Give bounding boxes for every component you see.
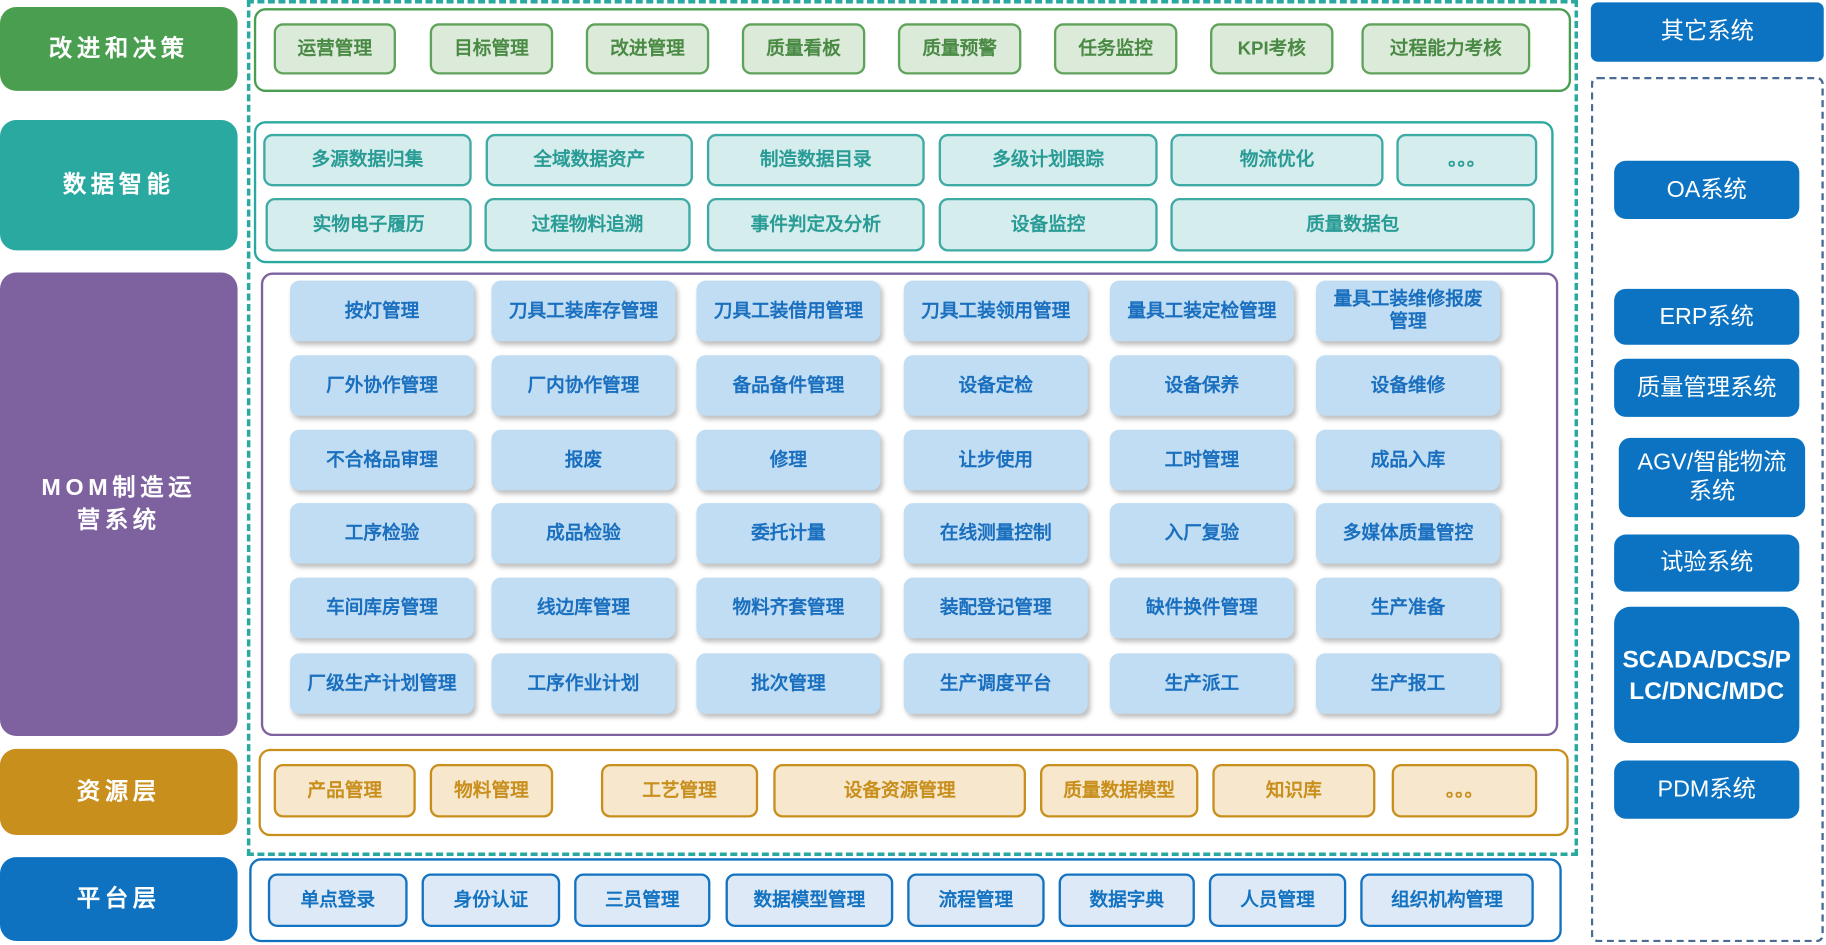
data-intel-item[interactable]: 事件判定及分析 bbox=[706, 197, 925, 252]
mom-item[interactable]: 刀具工装库存管理 bbox=[491, 280, 676, 342]
external-system-item[interactable]: 试验系统 bbox=[1614, 534, 1800, 592]
mom-item[interactable]: 报废 bbox=[491, 429, 676, 491]
decision-item[interactable]: 过程能力考核 bbox=[1361, 23, 1531, 75]
mom-item[interactable]: 按灯管理 bbox=[289, 280, 474, 342]
data-intel-item[interactable]: 质量数据包 bbox=[1170, 197, 1535, 252]
mom-item[interactable]: 设备维修 bbox=[1315, 355, 1501, 416]
mom-item[interactable]: 工时管理 bbox=[1109, 429, 1294, 491]
mom-item[interactable]: 装配登记管理 bbox=[903, 577, 1088, 639]
decision-item[interactable]: 质量预警 bbox=[897, 23, 1022, 75]
other-systems-panel bbox=[1590, 76, 1824, 943]
data-intel-item[interactable]: 全域数据资产 bbox=[485, 133, 693, 187]
decision-item[interactable]: 任务监控 bbox=[1053, 23, 1178, 75]
mom-item[interactable]: 多媒体质量管控 bbox=[1315, 503, 1501, 564]
mom-item[interactable]: 成品入库 bbox=[1315, 429, 1501, 491]
data-intel-item[interactable]: 多源数据归集 bbox=[263, 133, 472, 187]
mom-item[interactable]: 物料齐套管理 bbox=[696, 577, 881, 639]
data-intel-item[interactable]: 多级计划跟踪 bbox=[938, 133, 1158, 187]
mom-item[interactable]: 委托计量 bbox=[696, 503, 881, 564]
layer-label-data-intelligence: 数据智能 bbox=[0, 119, 238, 251]
platform-item[interactable]: 数据字典 bbox=[1058, 873, 1195, 928]
mom-item[interactable]: 工序检验 bbox=[289, 503, 474, 564]
mom-item[interactable]: 线边库管理 bbox=[491, 577, 676, 639]
layer-label-mom: MOM制造运营系统 bbox=[0, 272, 238, 737]
decision-item[interactable]: 改进管理 bbox=[585, 23, 710, 75]
decision-item[interactable]: 目标管理 bbox=[429, 23, 554, 75]
platform-item[interactable]: 数据模型管理 bbox=[725, 873, 894, 928]
platform-item[interactable]: 组织机构管理 bbox=[1360, 873, 1534, 928]
layer-label-decision: 改进和决策 bbox=[0, 6, 238, 91]
data-intel-item[interactable]: 物流优化 bbox=[1170, 133, 1384, 187]
mom-item[interactable]: 刀具工装领用管理 bbox=[903, 280, 1088, 342]
mom-item[interactable]: 在线测量控制 bbox=[903, 503, 1088, 564]
data-intel-item[interactable]: 设备监控 bbox=[938, 197, 1158, 252]
mom-item[interactable]: 不合格品审理 bbox=[289, 429, 474, 491]
mom-item[interactable]: 批次管理 bbox=[696, 653, 881, 714]
external-system-item[interactable]: PDM系统 bbox=[1614, 760, 1800, 819]
layer-label-resource: 资源层 bbox=[0, 748, 238, 836]
decision-item[interactable]: 运营管理 bbox=[273, 23, 396, 75]
mom-item[interactable]: 修理 bbox=[696, 429, 881, 491]
mom-item[interactable]: 厂级生产计划管理 bbox=[289, 653, 474, 714]
other-systems-title: 其它系统 bbox=[1590, 2, 1824, 62]
mom-item[interactable]: 生产派工 bbox=[1109, 653, 1294, 714]
external-system-item[interactable]: SCADA/DCS/PLC/DNC/MDC bbox=[1614, 606, 1800, 744]
mom-item[interactable]: 量具工装维修报废管理 bbox=[1315, 280, 1501, 342]
external-system-item[interactable]: AGV/智能物流系统 bbox=[1618, 437, 1806, 518]
resource-item[interactable]: 知识库 bbox=[1212, 763, 1376, 818]
mom-item[interactable]: 备品备件管理 bbox=[696, 355, 881, 416]
data-intel-item[interactable]: 。。。 bbox=[1396, 133, 1538, 187]
mom-item[interactable]: 生产报工 bbox=[1315, 653, 1501, 714]
external-system-item[interactable]: 质量管理系统 bbox=[1614, 358, 1800, 417]
resource-item[interactable]: 工艺管理 bbox=[600, 763, 759, 818]
platform-item[interactable]: 三员管理 bbox=[574, 873, 711, 928]
platform-item[interactable]: 身份认证 bbox=[421, 873, 561, 928]
resource-item[interactable]: 质量数据模型 bbox=[1039, 763, 1199, 818]
platform-item[interactable]: 单点登录 bbox=[267, 873, 408, 928]
mom-item[interactable]: 设备保养 bbox=[1109, 355, 1294, 416]
mom-item[interactable]: 刀具工装借用管理 bbox=[696, 280, 881, 342]
resource-item[interactable]: 。。。 bbox=[1391, 763, 1538, 818]
mom-item[interactable]: 生产准备 bbox=[1315, 577, 1501, 639]
mom-item[interactable]: 量具工装定检管理 bbox=[1109, 280, 1294, 342]
mom-item[interactable]: 工序作业计划 bbox=[491, 653, 676, 714]
mom-item[interactable]: 成品检验 bbox=[491, 503, 676, 564]
resource-item[interactable]: 设备资源管理 bbox=[773, 763, 1027, 818]
mom-item[interactable]: 厂内协作管理 bbox=[491, 355, 676, 416]
platform-item[interactable]: 流程管理 bbox=[907, 873, 1045, 928]
decision-item[interactable]: KPI考核 bbox=[1210, 23, 1334, 75]
external-system-item[interactable]: OA系统 bbox=[1614, 160, 1800, 219]
external-system-item[interactable]: ERP系统 bbox=[1614, 288, 1800, 345]
mom-item[interactable]: 车间库房管理 bbox=[289, 577, 474, 639]
platform-item[interactable]: 人员管理 bbox=[1208, 873, 1347, 928]
mom-item[interactable]: 设备定检 bbox=[903, 355, 1088, 416]
data-intel-item[interactable]: 过程物料追溯 bbox=[484, 197, 691, 252]
data-intel-item[interactable]: 实物电子履历 bbox=[265, 197, 472, 252]
mom-scope-frame bbox=[246, 0, 1579, 856]
mom-item[interactable]: 入厂复验 bbox=[1109, 503, 1294, 564]
data-intel-item[interactable]: 制造数据目录 bbox=[706, 133, 925, 187]
mom-item[interactable]: 厂外协作管理 bbox=[289, 355, 474, 416]
decision-item[interactable]: 质量看板 bbox=[741, 23, 866, 75]
mom-item[interactable]: 让步使用 bbox=[903, 429, 1088, 491]
resource-item[interactable]: 物料管理 bbox=[429, 763, 554, 818]
mom-item[interactable]: 缺件换件管理 bbox=[1109, 577, 1294, 639]
resource-item[interactable]: 产品管理 bbox=[273, 763, 416, 818]
mom-item[interactable]: 生产调度平台 bbox=[903, 653, 1088, 714]
layer-label-platform: 平台层 bbox=[0, 857, 238, 941]
